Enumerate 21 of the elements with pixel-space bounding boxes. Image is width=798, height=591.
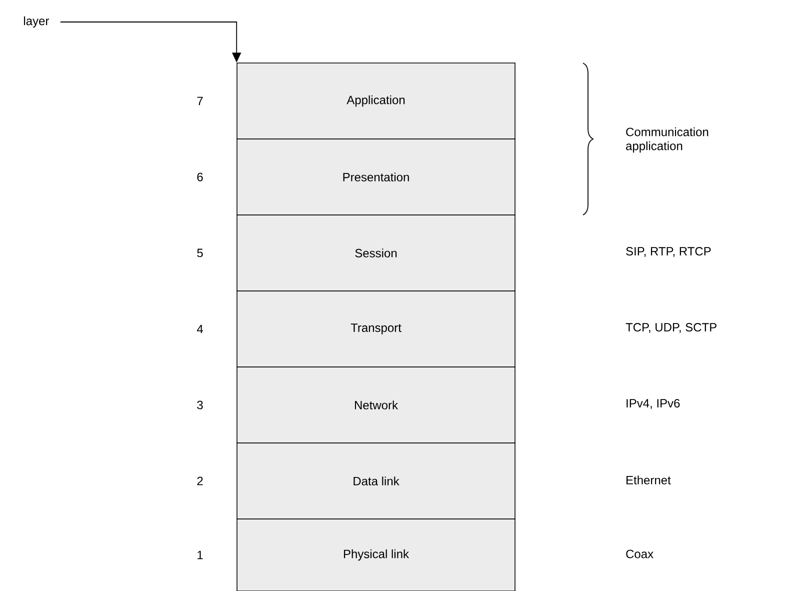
layer-number: 5 (197, 248, 203, 258)
layer-box: Session (236, 214, 516, 292)
layer-box: Network (236, 366, 516, 444)
protocol-label: Ethernet (626, 476, 671, 484)
protocol-label: TCP, UDP, SCTP (626, 323, 716, 333)
layer-number: 7 (197, 96, 203, 106)
layer-label: layer (24, 16, 49, 28)
layer-box: Presentation (236, 138, 516, 216)
layer-box: Physical link (236, 518, 516, 591)
protocol-label: IPv4, IPv6 (626, 399, 680, 409)
layer-box: Application (236, 62, 516, 140)
protocol-label: Coax (626, 550, 654, 558)
layer-box: Data link (236, 442, 516, 520)
layer-number: 4 (196, 324, 203, 334)
layer-box: Transport (236, 290, 516, 368)
group-label: Communication application (626, 127, 708, 153)
layer-number: 2 (197, 476, 203, 486)
layer-number: 3 (197, 400, 203, 410)
layer-number: 1 (198, 550, 203, 560)
layer-number: 6 (197, 172, 203, 182)
protocol-label: SIP, RTP, RTCP (626, 247, 711, 257)
